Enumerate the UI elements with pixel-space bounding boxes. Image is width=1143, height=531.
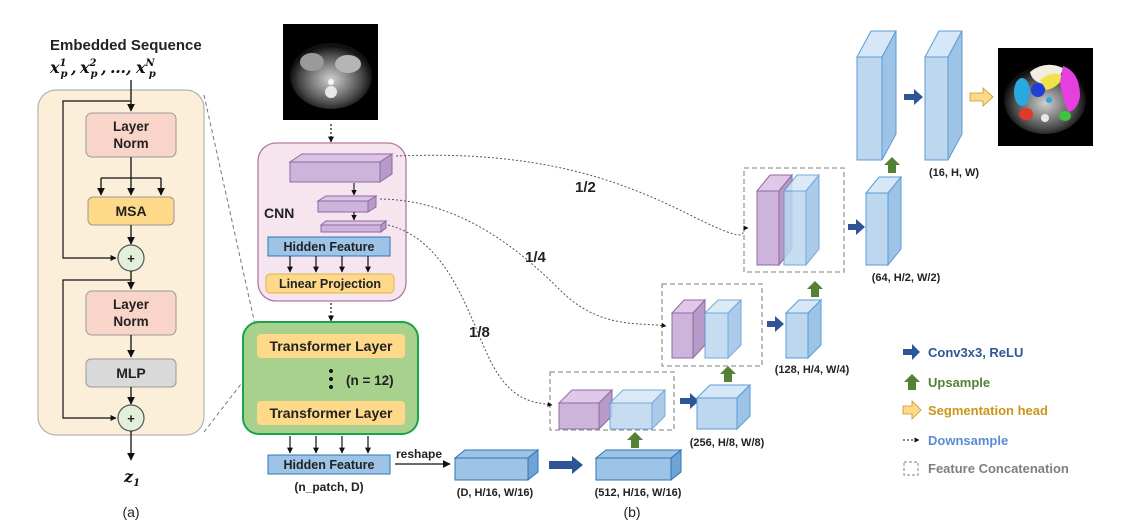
up-feature-1-2 — [782, 173, 821, 267]
feature-64 — [864, 175, 903, 267]
concat-box-1-2 — [743, 167, 845, 273]
upsample-arrow-4 — [884, 157, 900, 173]
skip-connection-1-2 — [395, 154, 749, 236]
up-feature-1-4 — [703, 298, 743, 360]
transformer-to-hidden-arrows — [287, 436, 371, 454]
hidden-to-projection-arrows — [287, 256, 371, 273]
linear-projection-box — [265, 273, 395, 294]
legend-conv-label: Conv3x3, ReLU — [928, 345, 1023, 360]
cnn-label: CNN — [264, 205, 294, 221]
transformer-layer-2-label: Transformer Layer — [270, 405, 393, 421]
hidden-feature-bottom-box — [267, 454, 391, 475]
dim-512: (512, H/16, W/16) — [595, 487, 682, 499]
conv-arrow-1-2 — [848, 219, 865, 235]
scale-1-4: 1/4 — [525, 249, 547, 266]
dim-128: (128, H/4, W/4) — [775, 364, 850, 376]
concat-box-1-8 — [549, 371, 675, 431]
legend-seg-head-label: Segmentation head — [928, 403, 1048, 418]
upsample-arrow-1 — [627, 432, 643, 448]
conv-arrow-1-8 — [680, 393, 699, 409]
linear-projection-label: Linear Projection — [279, 277, 381, 291]
n-layers-label: (n = 12) — [346, 373, 394, 388]
seg-head-arrow — [969, 87, 994, 107]
cnn-feature-slab-3 — [319, 219, 388, 234]
transformer-layer-2-box — [257, 401, 405, 425]
embedded-sequence-title: Embedded Sequence — [50, 37, 202, 54]
skip-feature-1-4 — [670, 298, 707, 360]
dim-256: (256, H/8, W/8) — [690, 437, 765, 449]
scale-1-2: 1/2 — [575, 179, 596, 196]
skip-feature-1-8 — [557, 388, 614, 431]
dim-d-h16: (D, H/16, W/16) — [457, 487, 534, 499]
add-2-plus: + — [127, 411, 135, 426]
legend: Conv3x3, ReLU Upsample Segmentation head… — [902, 344, 1069, 476]
cnn-feature-slab-1 — [288, 153, 394, 183]
legend-concat-label: Feature Concatenation — [928, 461, 1069, 476]
cnn-feature-slab-2 — [316, 195, 378, 213]
scale-1-8: 1/8 — [469, 324, 490, 341]
feature-16-b — [924, 30, 963, 161]
layer-norm-1-line1: Layer — [113, 119, 150, 134]
feature-d-h16 — [453, 448, 540, 482]
n-patch-label: (n_patch, D) — [294, 480, 363, 494]
skip-connection-1-8 — [387, 224, 553, 407]
upsample-arrow-2 — [720, 366, 736, 382]
hidden-feature-top-box — [267, 236, 391, 257]
skip-connection-1-4 — [379, 198, 667, 328]
dim-64: (64, H/2, W/2) — [872, 272, 941, 284]
layer-norm-2-line1: Layer — [113, 297, 150, 312]
legend-downsample-label: Downsample — [928, 433, 1008, 448]
segmentation-output-image — [998, 48, 1093, 146]
seq-sep-3: , — [125, 58, 132, 77]
conv-arrow-1 — [549, 456, 583, 474]
seq-sep-2: , — [100, 58, 107, 77]
legend-concat-icon — [903, 461, 919, 476]
caption-b: (b) — [623, 504, 640, 520]
residual-skip-2 — [62, 279, 131, 421]
hidden-feature-top-label: Hidden Feature — [284, 240, 375, 254]
up-feature-1-8 — [608, 388, 667, 431]
legend-upsample-icon — [904, 374, 920, 390]
layer-norm-2-line2: Norm — [113, 314, 148, 329]
transformer-layer-1-label: Transformer Layer — [270, 338, 393, 354]
vertical-ellipsis-icon — [329, 369, 333, 389]
transformer-layer-1-box — [257, 334, 405, 358]
msa-label: MSA — [115, 203, 146, 219]
feature-16-a — [856, 30, 897, 161]
residual-skip-1 — [62, 100, 131, 261]
zoom-line-top — [203, 94, 259, 339]
feature-512 — [594, 448, 683, 482]
feature-256 — [695, 383, 752, 431]
add-1-plus: + — [127, 251, 135, 266]
upsample-arrow-3 — [807, 281, 823, 297]
caption-a: (a) — [122, 504, 139, 520]
output-z1: z1 — [123, 467, 140, 489]
layer-norm-1-line2: Norm — [113, 136, 148, 151]
reshape-label: reshape — [396, 447, 442, 461]
legend-conv-icon — [903, 344, 920, 360]
mlp-label: MLP — [116, 365, 146, 381]
dim-16: (16, H, W) — [929, 167, 979, 179]
ct-input-image — [283, 24, 378, 120]
legend-upsample-label: Upsample — [928, 375, 990, 390]
seq-ellipsis: … — [110, 58, 126, 77]
seq-sep-1: , — [70, 58, 77, 77]
feature-128 — [784, 298, 823, 360]
conv-arrow-1-4 — [767, 316, 784, 332]
conv-arrow-full — [904, 89, 923, 105]
legend-seg-head-icon — [902, 400, 922, 420]
hidden-feature-bottom-label: Hidden Feature — [284, 458, 375, 472]
